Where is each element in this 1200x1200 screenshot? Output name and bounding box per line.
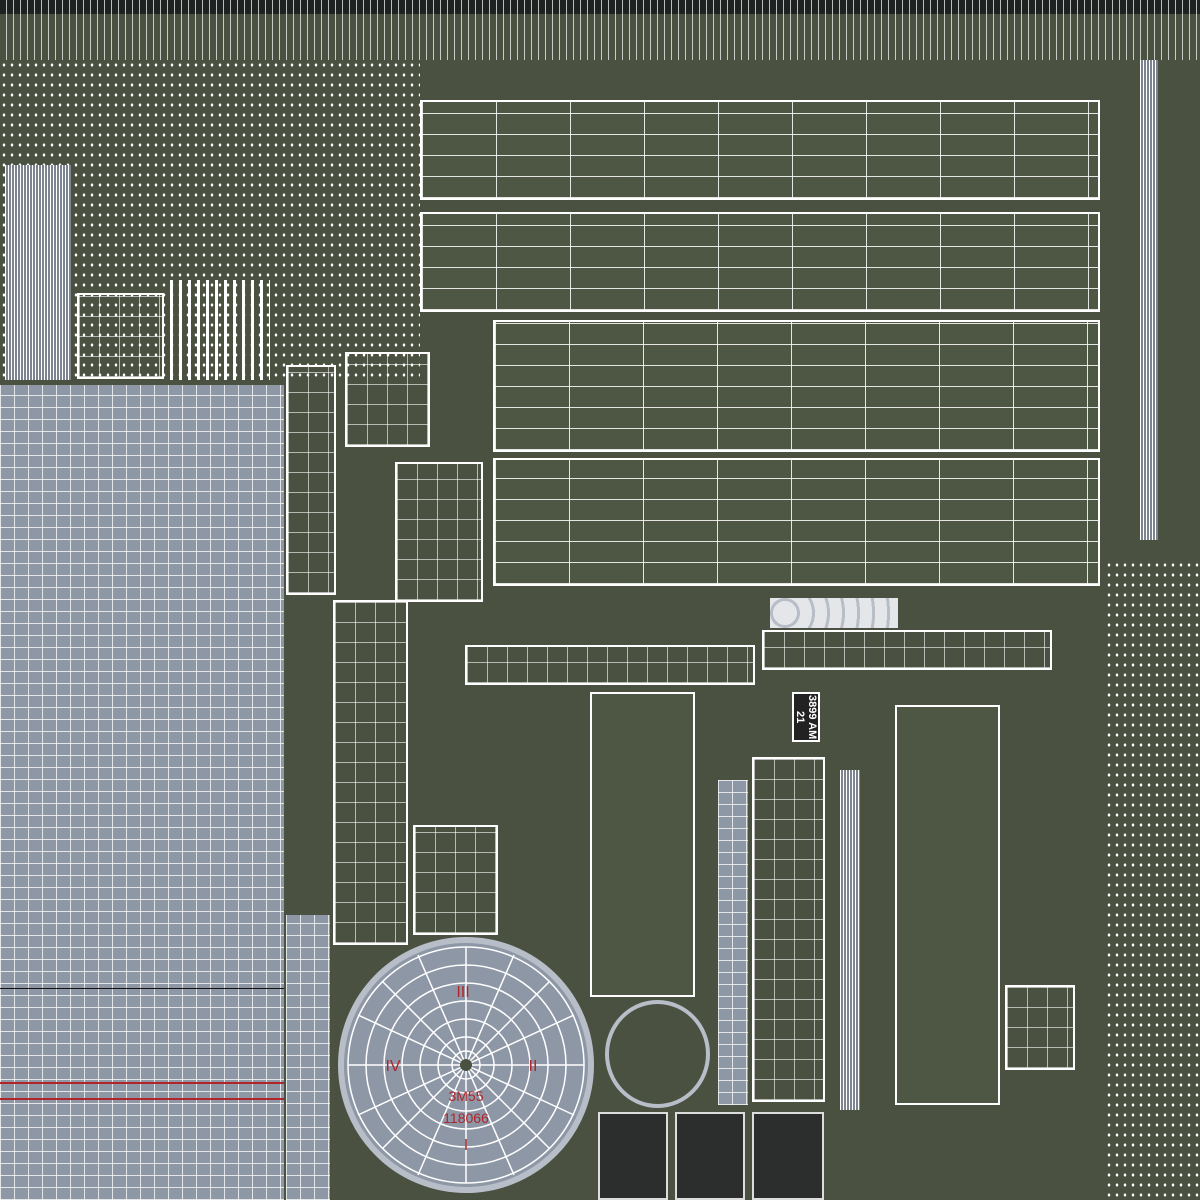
blank-panel-right bbox=[895, 705, 1000, 1105]
mid-strip-left bbox=[465, 645, 755, 685]
box-wire-shape bbox=[395, 462, 483, 602]
dark-block-3 bbox=[752, 1112, 824, 1200]
upper-wire-panel-2 bbox=[420, 212, 1100, 312]
large-wire-panel-2 bbox=[493, 458, 1100, 586]
blank-panel-left bbox=[590, 692, 695, 997]
tall-wire-panel bbox=[333, 600, 408, 945]
tag-label: 3899 AM 21 bbox=[792, 692, 820, 742]
dial-center-hole bbox=[460, 1059, 472, 1071]
dial-wire-map: III II IV I 3M55 118066 bbox=[338, 937, 594, 1193]
large-grey-grid-panel bbox=[0, 385, 284, 1200]
wire-column-panel bbox=[752, 757, 825, 1102]
dome-wire-shape bbox=[1005, 985, 1075, 1070]
upper-wire-panel-1 bbox=[420, 100, 1100, 200]
small-ring bbox=[605, 1000, 710, 1108]
dial-numeral-ii: II bbox=[529, 1058, 538, 1075]
bar-panel bbox=[170, 280, 270, 380]
mid-strip-right bbox=[762, 630, 1052, 670]
dark-block-1 bbox=[598, 1112, 668, 1200]
dial-numeral-iii: III bbox=[456, 984, 469, 1001]
tag-number: 21 bbox=[794, 710, 806, 724]
circle-row bbox=[770, 598, 898, 628]
tag-value: 3899 AM bbox=[806, 694, 818, 740]
dial-serial: 118066 bbox=[443, 1110, 489, 1126]
dial-model-code: 3M55 bbox=[448, 1088, 483, 1104]
right-edge-strip bbox=[1140, 60, 1158, 540]
bracket-wire-shape bbox=[345, 352, 430, 447]
wire-bracket-lower bbox=[413, 825, 498, 935]
dial-numeral-i: I bbox=[464, 1137, 468, 1154]
large-wire-panel-1 bbox=[493, 320, 1100, 452]
narrow-grey-grid-panel bbox=[286, 915, 330, 1200]
dial-numeral-iv: IV bbox=[385, 1058, 400, 1075]
top-strip-band bbox=[0, 0, 1200, 60]
black-guide-line bbox=[0, 988, 284, 989]
red-guide-line bbox=[0, 1098, 284, 1100]
fine-striped-panel bbox=[5, 165, 71, 380]
right-small-parts bbox=[1105, 560, 1200, 1200]
side-wire-panel bbox=[286, 365, 336, 595]
red-guide-line bbox=[0, 1082, 284, 1084]
wire-box-panel bbox=[77, 293, 164, 379]
dark-block-2 bbox=[675, 1112, 745, 1200]
fine-strip bbox=[840, 770, 860, 1110]
grey-strip-panel bbox=[718, 780, 748, 1105]
